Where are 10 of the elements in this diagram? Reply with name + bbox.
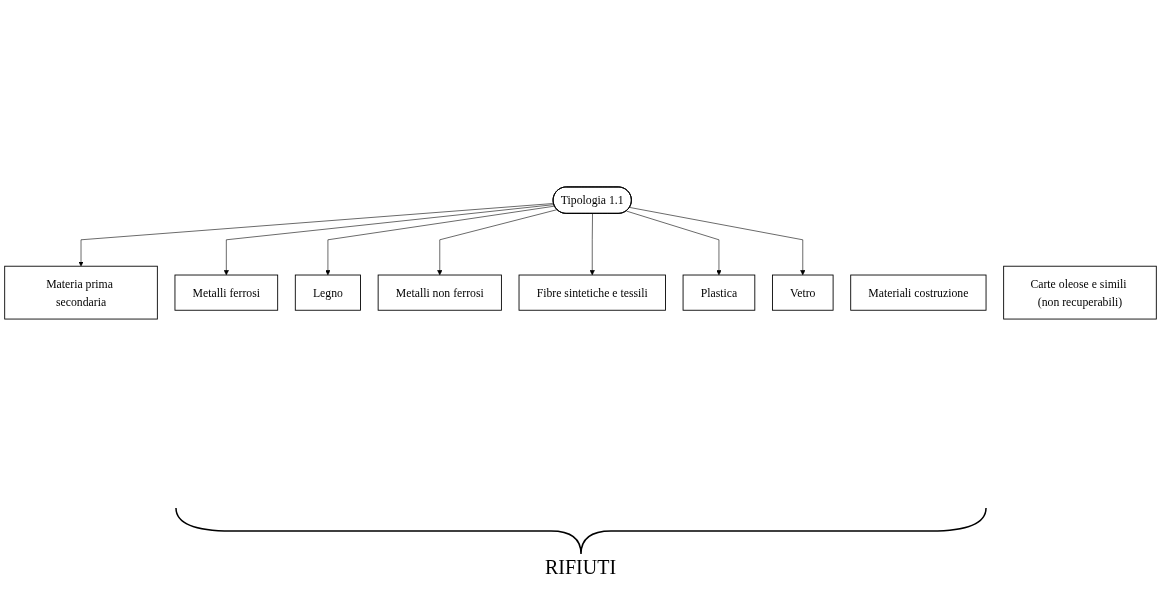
node-box: Legno: [294, 274, 361, 311]
node-box: Materiali costruzione: [850, 274, 987, 311]
node-box: Metalli non ferrosi: [377, 274, 502, 311]
node-box: Fibre sintetiche e tessili: [518, 274, 666, 311]
node-box: Carte oleose e simili (non recuperabili): [1003, 265, 1157, 320]
node-box: Vetro: [772, 274, 834, 311]
node-box: Metalli ferrosi: [174, 274, 279, 311]
node-box: Materia prima secondaria: [4, 265, 158, 320]
node-box: Plastica: [682, 274, 756, 311]
group-label: RIFIUTI: [544, 556, 617, 579]
